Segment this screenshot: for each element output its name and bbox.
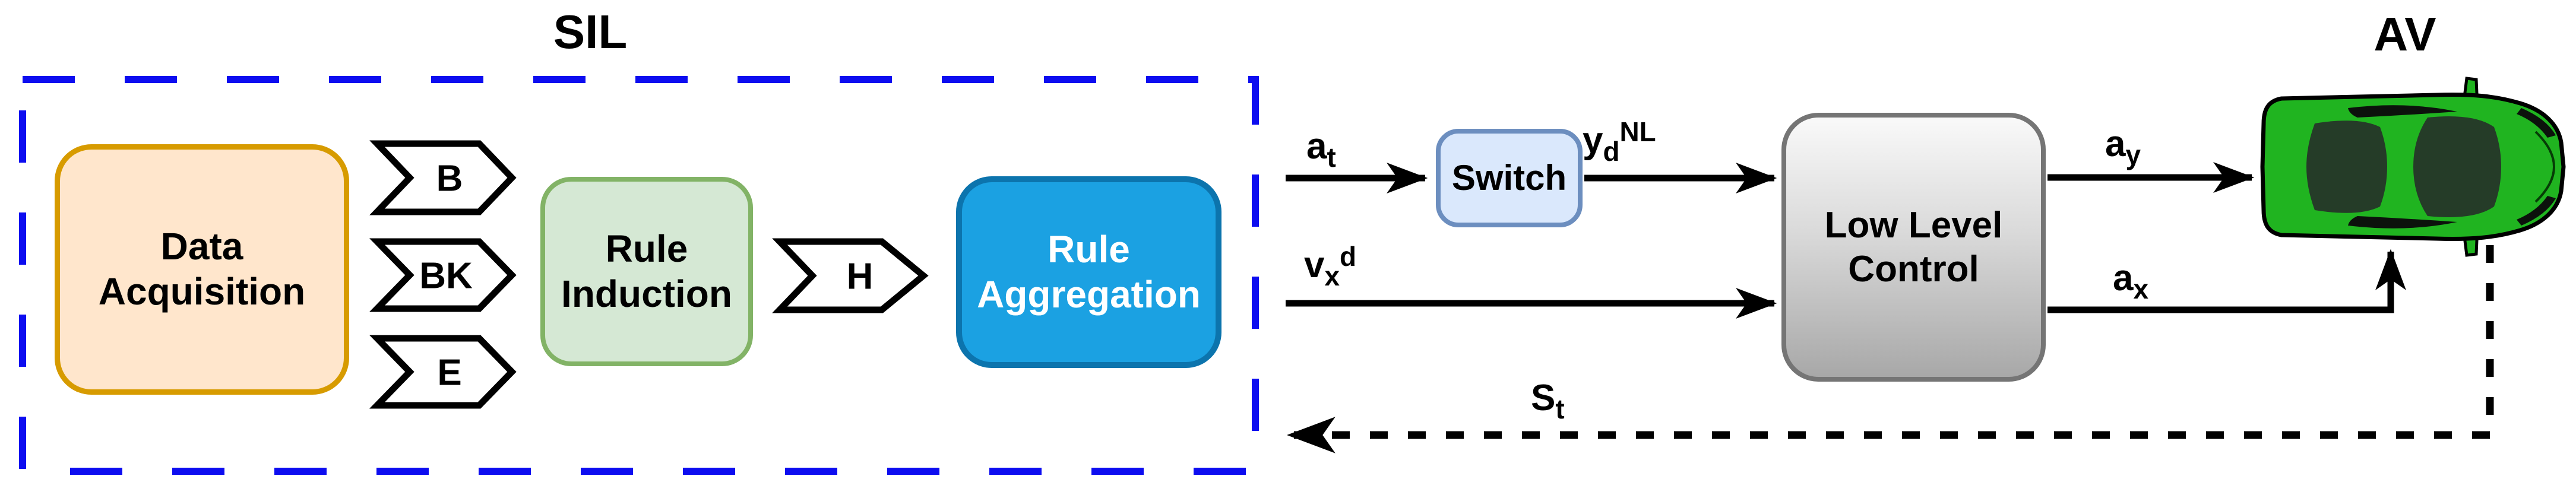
low-level-control-label: Low Level Control bbox=[1824, 205, 2003, 290]
av-group-title: AV bbox=[2374, 8, 2436, 61]
data-acquisition-box: Data Acquisition bbox=[55, 144, 349, 395]
chevron-e: E bbox=[369, 335, 517, 409]
signal-label-y-d-nl: ydNL bbox=[1583, 116, 1656, 167]
chevron-bk-label: BK bbox=[419, 256, 473, 297]
rule-aggregation-box: Rule Aggregation bbox=[956, 176, 1221, 368]
signal-label-s-t: St bbox=[1531, 377, 1565, 424]
rule-induction-box: Rule Induction bbox=[540, 177, 753, 366]
signal-label-v-x-d: vxd bbox=[1304, 240, 1357, 291]
signal-label-a-t: at bbox=[1306, 126, 1336, 173]
chevron-e-label: E bbox=[437, 353, 461, 394]
rule-induction-label: Rule Induction bbox=[561, 227, 732, 315]
chevron-bk: BK bbox=[369, 238, 517, 312]
sil-group-title: SIL bbox=[553, 5, 628, 58]
feedback-arrow-s-t bbox=[1286, 245, 2494, 453]
switch-box: Switch bbox=[1436, 129, 1583, 227]
av-car-icon bbox=[2260, 77, 2566, 257]
chevron-b-label: B bbox=[436, 158, 463, 199]
switch-label: Switch bbox=[1451, 157, 1567, 198]
chevron-h-label: H bbox=[847, 256, 874, 297]
arrow-a-x bbox=[2047, 249, 2406, 313]
rule-aggregation-label: Rule Aggregation bbox=[977, 227, 1201, 316]
signal-label-a-y: ay bbox=[2105, 123, 2141, 170]
chevron-h: H bbox=[772, 238, 929, 313]
chevron-b: B bbox=[369, 140, 517, 215]
low-level-control-box: Low Level Control bbox=[1781, 113, 2046, 382]
signal-label-a-x: ax bbox=[2113, 258, 2148, 304]
data-acquisition-label: Data Acquisition bbox=[98, 225, 306, 313]
sil-boundary-box bbox=[19, 76, 1259, 475]
